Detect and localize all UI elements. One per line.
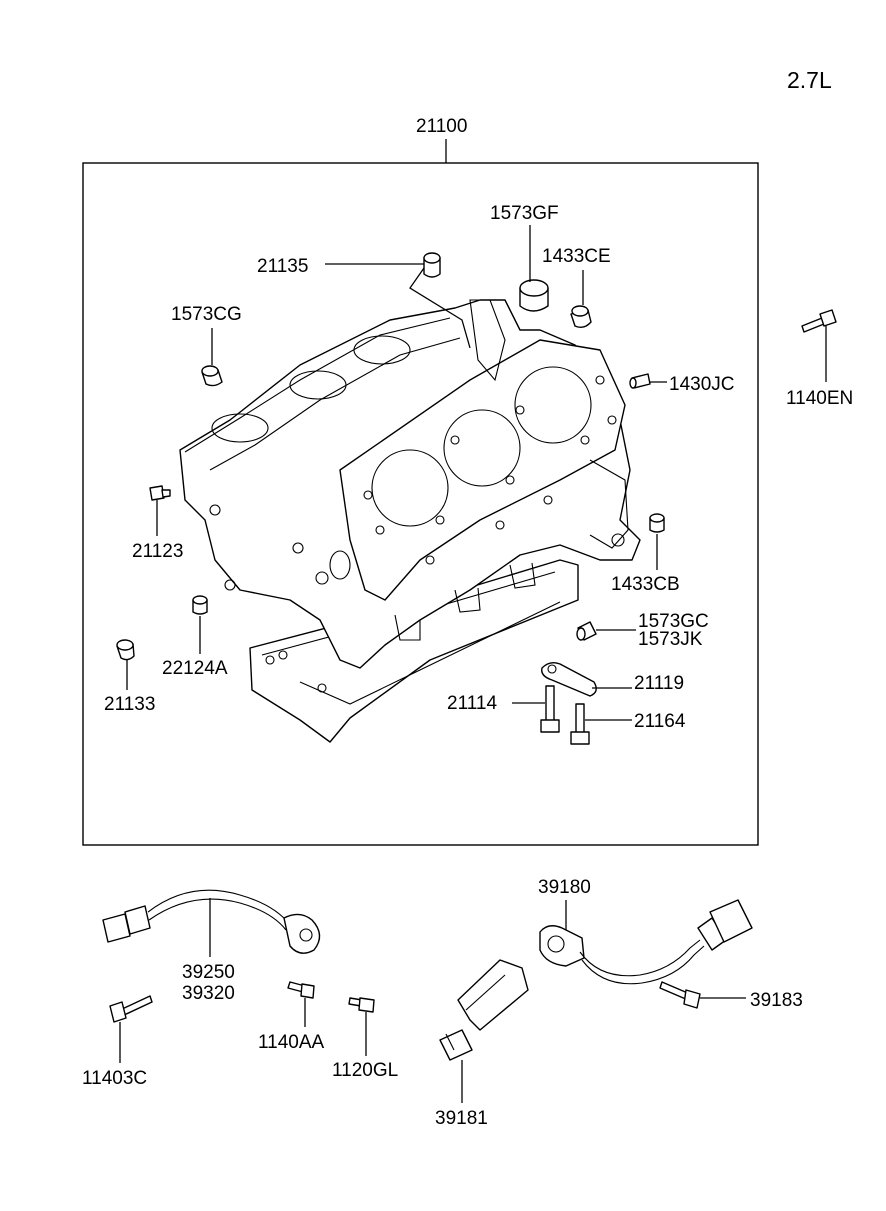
plug-21133 xyxy=(116,639,135,661)
label-39180: 39180 xyxy=(538,877,591,898)
bolt-21114 xyxy=(540,685,560,733)
cam-sensor-39180 xyxy=(539,899,753,985)
label-1430jc: 1430JC xyxy=(669,374,735,395)
knock-sensor-39250 xyxy=(102,889,321,954)
bolt-1140en xyxy=(801,309,837,333)
assembly-frame xyxy=(82,162,759,846)
plug-1573cg xyxy=(201,365,223,387)
label-21164: 21164 xyxy=(634,711,686,732)
label-1573gc: 1573GC xyxy=(638,611,709,632)
label-39250: 39250 xyxy=(182,962,235,983)
label-1573cg: 1573CG xyxy=(171,304,242,325)
bolt-1140aa xyxy=(287,981,315,999)
engine-spec-label: 2.7L xyxy=(787,67,832,93)
label-21114: 21114 xyxy=(447,693,497,714)
plug-1573gc xyxy=(576,621,597,641)
assembly-label: 21100 xyxy=(416,116,467,137)
cap-plug-1573gf xyxy=(519,279,549,312)
cylinder-block-drawing xyxy=(179,299,641,743)
label-1140en: 1140EN xyxy=(786,388,853,409)
label-1433cb: 1433CB xyxy=(611,574,680,595)
sensor-bracket-39181 xyxy=(439,959,529,1061)
plug-21123 xyxy=(149,485,171,501)
label-1140aa: 1140AA xyxy=(258,1032,325,1053)
dowel-22124a xyxy=(192,595,208,615)
label-1573jk: 1573JK xyxy=(638,629,703,650)
dowel-21135 xyxy=(423,252,441,278)
label-21135: 21135 xyxy=(257,256,308,277)
leader-21135-block xyxy=(409,267,471,349)
label-1573gf: 1573GF xyxy=(490,203,559,224)
label-1120gl: 1120GL xyxy=(332,1060,398,1081)
label-39320: 39320 xyxy=(182,983,235,1004)
plate-21119 xyxy=(541,661,597,697)
label-1433ce: 1433CE xyxy=(542,246,611,267)
dowel-1433ce xyxy=(570,305,592,329)
bolt-21164 xyxy=(570,703,590,745)
label-21123: 21123 xyxy=(132,541,183,562)
bolt-1120gl xyxy=(348,997,375,1013)
label-39183: 39183 xyxy=(750,990,803,1011)
label-21119: 21119 xyxy=(634,673,684,694)
label-22124a: 22124A xyxy=(162,658,228,679)
pin-1430jc xyxy=(629,373,651,389)
label-21133: 21133 xyxy=(104,694,155,715)
dowel-1433cb xyxy=(649,513,665,533)
bolt-11403c xyxy=(109,995,153,1023)
label-39181: 39181 xyxy=(435,1108,488,1129)
bolt-39183 xyxy=(659,981,701,1009)
label-11403c: 11403C xyxy=(82,1068,147,1089)
